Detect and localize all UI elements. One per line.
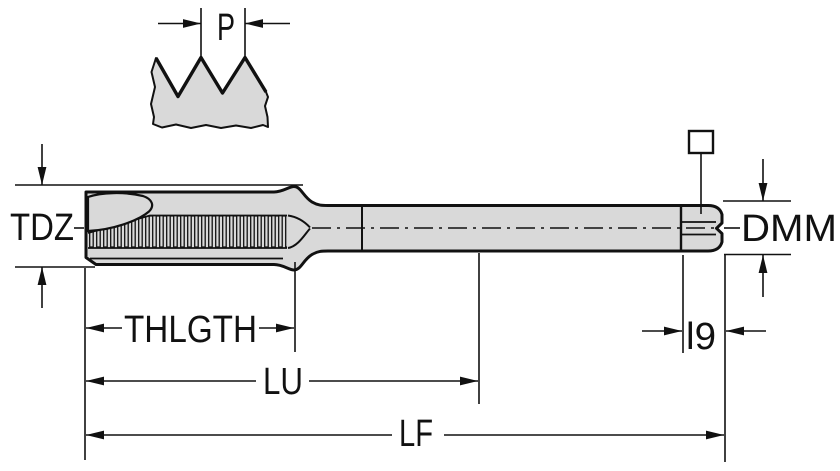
dimension-l9: l9 xyxy=(642,316,766,358)
tap-silhouette xyxy=(84,185,724,272)
flute xyxy=(86,192,154,233)
dimension-dmm: DMM xyxy=(723,159,837,297)
dimension-tdz: TDZ xyxy=(10,144,303,308)
thlgth-label: THLGTH xyxy=(124,309,257,351)
dmm-label: DMM xyxy=(741,208,837,250)
flute-runout-bottom xyxy=(287,227,311,249)
pitch-extension-lines xyxy=(200,8,246,57)
square-drive-callout xyxy=(687,129,715,214)
square-drive-icon xyxy=(687,129,715,155)
bottom-extension-lines xyxy=(84,253,726,462)
thread-profile-detail: P xyxy=(150,7,290,129)
lf-label: LF xyxy=(399,413,433,455)
square-flat-lines xyxy=(681,221,716,236)
lu-label: LU xyxy=(263,361,303,403)
l9-label: l9 xyxy=(686,316,716,358)
dimension-lf: LF xyxy=(86,413,724,455)
dimension-thlgth: THLGTH xyxy=(86,309,294,351)
dimension-lu: LU xyxy=(86,361,478,403)
tdz-label: TDZ xyxy=(10,207,74,249)
tap-body xyxy=(84,185,724,272)
thread-profile-crest-line xyxy=(154,55,268,99)
flute-runout-top xyxy=(287,214,311,229)
pitch-label: P xyxy=(217,7,235,49)
